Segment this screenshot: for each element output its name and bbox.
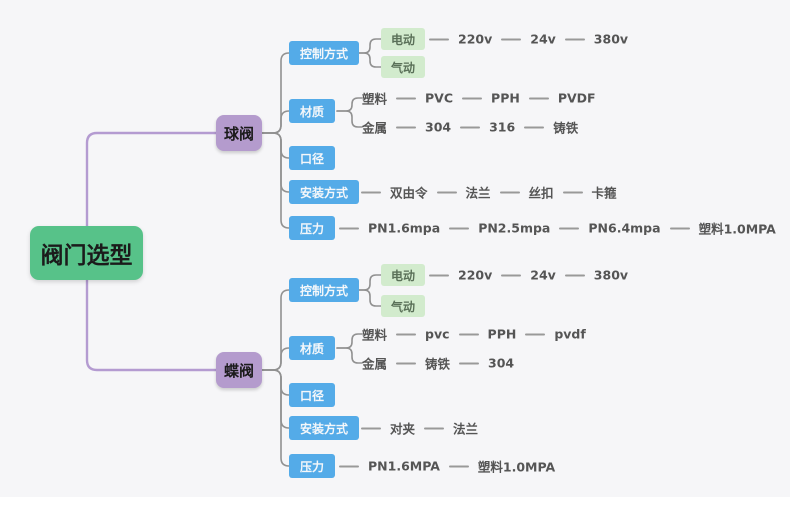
chain-ball-metal: 金属 304 316 铸铁: [362, 118, 578, 137]
leaf-text[interactable]: 双由令: [390, 185, 428, 201]
connector-dash: [448, 465, 469, 467]
connector-dash: [524, 126, 545, 128]
category-diameter[interactable]: 口径: [289, 146, 336, 170]
chain-butterfly-metal: 金属 铸铁 304: [362, 354, 514, 373]
leaf-text[interactable]: 塑料: [362, 91, 388, 107]
chain-ball-plastic: 塑料 PVC PPH PVDF: [362, 89, 596, 108]
leaf-text[interactable]: 金属: [362, 120, 388, 136]
chain-ball-install: 双由令 法兰 丝扣 卡箍: [361, 183, 617, 202]
leaf-text[interactable]: 304: [488, 355, 515, 371]
connector-dash: [458, 333, 479, 335]
leaf-text[interactable]: 380v: [593, 31, 629, 47]
leaf-text[interactable]: PN6.4mpa: [588, 220, 661, 236]
leaf-text[interactable]: PVC: [425, 90, 454, 106]
leaf-text[interactable]: 304: [425, 119, 452, 135]
leaf-text[interactable]: 铸铁: [553, 120, 579, 136]
connector-dash: [564, 38, 585, 40]
leaf-text[interactable]: pvc: [425, 326, 450, 342]
chain-butterfly-install: 对夹 法兰: [361, 419, 478, 438]
connector-dash: [562, 191, 583, 193]
connector-dash: [396, 97, 417, 99]
leaf-text[interactable]: PN1.6mpa: [368, 220, 441, 236]
connector-dash: [525, 333, 546, 335]
branch-node-butterfly-valve[interactable]: 蝶阀: [216, 352, 262, 388]
connector-dash: [499, 191, 520, 193]
connector-dash: [462, 97, 483, 99]
connector-dash: [361, 191, 381, 193]
connector-dash: [339, 227, 359, 229]
leaf-text[interactable]: 丝扣: [528, 185, 554, 201]
connector-dash: [424, 427, 445, 429]
chain-butterfly-volts: 220v 24v 380v: [429, 268, 628, 283]
connector-dash: [460, 126, 481, 128]
butterfly-valve-connectors: [261, 274, 382, 467]
leaf-text[interactable]: 塑料: [362, 327, 388, 343]
leaf-electric[interactable]: 电动: [381, 264, 425, 286]
category-diameter[interactable]: 口径: [289, 383, 336, 407]
leaf-text[interactable]: PPH: [487, 326, 517, 342]
connector-dash: [396, 362, 417, 364]
leaf-text[interactable]: 塑料1.0MPA: [698, 221, 776, 237]
category-material[interactable]: 材质: [289, 336, 336, 360]
leaf-pneumatic[interactable]: 气动: [381, 295, 425, 317]
leaf-text[interactable]: 卡箍: [591, 185, 617, 201]
root-node[interactable]: 阀门选型: [30, 226, 143, 280]
connector-dash: [501, 274, 522, 276]
leaf-text[interactable]: PVDF: [557, 90, 596, 106]
category-material[interactable]: 材质: [289, 99, 336, 123]
leaf-text[interactable]: 铸铁: [425, 356, 451, 372]
category-pressure[interactable]: 压力: [289, 216, 336, 240]
connector-dash: [501, 38, 522, 40]
chain-ball-volts: 220v 24v 380v: [429, 32, 628, 47]
bottom-strip: [0, 497, 790, 506]
connector-dash: [528, 97, 549, 99]
ball-valve-connectors: [261, 38, 382, 229]
leaf-text[interactable]: 对夹: [390, 421, 416, 437]
leaf-text[interactable]: 220v: [458, 31, 493, 47]
leaf-text[interactable]: 法兰: [465, 185, 491, 201]
connector-dash: [449, 227, 470, 229]
connector-dash: [564, 274, 585, 276]
leaf-text[interactable]: 塑料1.0MPA: [477, 459, 556, 475]
chain-butterfly-pressure: PN1.6MPA 塑料1.0MPA: [339, 457, 555, 476]
chain-ball-pressure: PN1.6mpa PN2.5mpa PN6.4mpa 塑料1.0MPA: [339, 219, 776, 238]
connector-dash: [396, 126, 417, 128]
connector-dash: [396, 333, 417, 335]
leaf-electric[interactable]: 电动: [381, 28, 425, 50]
category-control-method[interactable]: 控制方式: [289, 278, 360, 302]
category-pressure[interactable]: 压力: [289, 454, 336, 478]
category-install-method[interactable]: 安装方式: [289, 416, 360, 440]
connector-dash: [429, 38, 449, 40]
leaf-text[interactable]: 220v: [458, 267, 493, 283]
chain-butterfly-plastic: 塑料 pvc PPH pvdf: [362, 325, 586, 344]
leaf-text[interactable]: 380v: [593, 267, 629, 283]
leaf-text[interactable]: 24v: [530, 31, 556, 47]
leaf-text[interactable]: PPH: [491, 90, 520, 106]
connector-dash: [429, 274, 449, 276]
branch-node-ball-valve[interactable]: 球阀: [216, 115, 262, 151]
leaf-text[interactable]: 24v: [530, 267, 556, 283]
leaf-text[interactable]: 金属: [362, 356, 388, 372]
connector-dash: [559, 227, 580, 229]
leaf-text[interactable]: PN2.5mpa: [478, 220, 551, 236]
connector-dash: [459, 362, 480, 364]
connector-dash: [669, 227, 690, 229]
leaf-pneumatic[interactable]: 气动: [381, 56, 425, 78]
leaf-text[interactable]: 法兰: [453, 421, 479, 437]
leaf-text[interactable]: 316: [489, 119, 516, 135]
leaf-text[interactable]: PN1.6MPA: [368, 458, 440, 474]
leaf-text[interactable]: pvdf: [554, 326, 586, 342]
connector-dash: [361, 427, 381, 429]
connector-dash: [436, 191, 457, 193]
category-control-method[interactable]: 控制方式: [289, 41, 360, 65]
connector-dash: [339, 465, 359, 467]
category-install-method[interactable]: 安装方式: [289, 180, 360, 204]
